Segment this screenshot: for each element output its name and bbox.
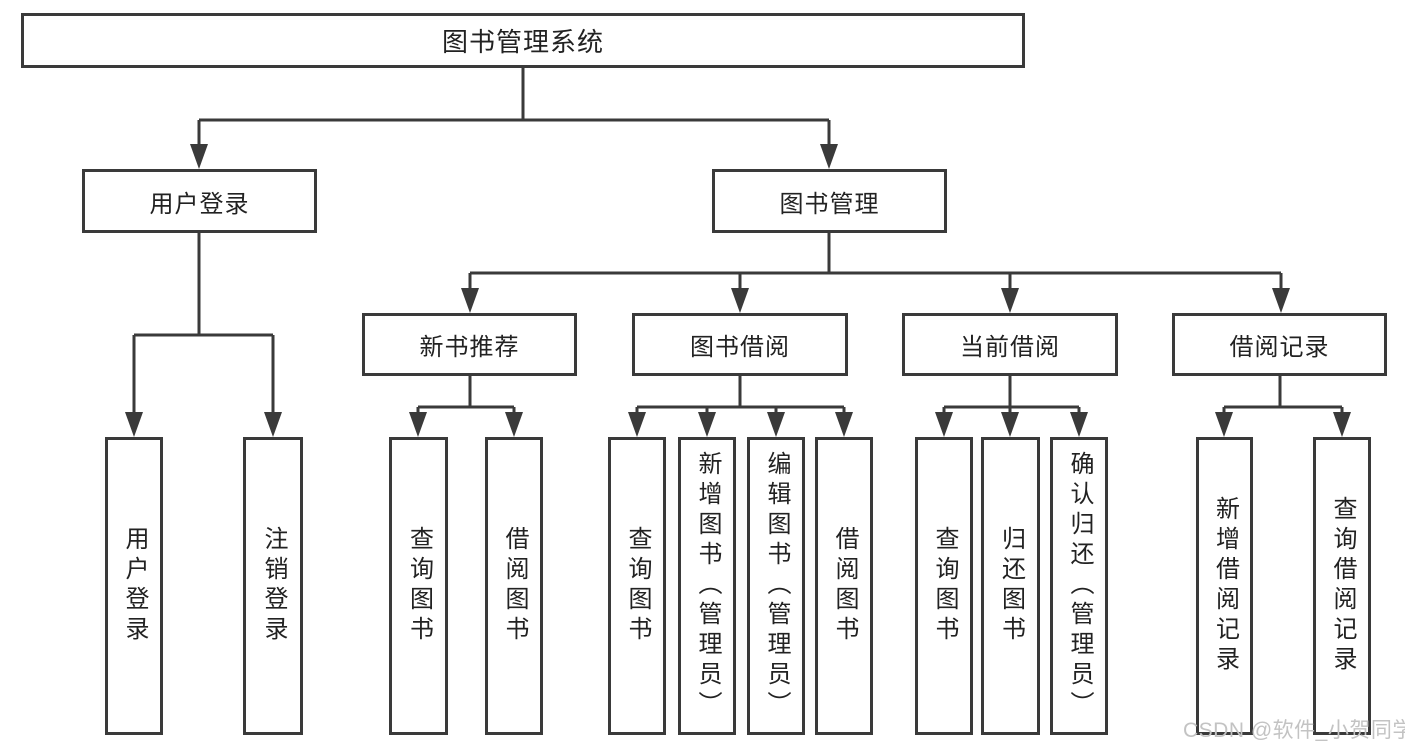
leaf-logout-label: 注销登录 (260, 526, 287, 646)
leaf-borrow-query-label: 查询图书 (624, 526, 651, 646)
leaf-newbook-query: 查询图书 (389, 437, 448, 735)
leaf-newbook-borrow-label: 借阅图书 (501, 526, 528, 646)
node-current-borrow-label: 当前借阅 (960, 334, 1060, 361)
leaf-records-add: 新增借阅记录 (1196, 437, 1253, 735)
leaf-current-query-label: 查询图书 (931, 526, 958, 646)
leaf-current-return: 归还图书 (981, 437, 1040, 735)
leaf-current-return-label: 归还图书 (997, 526, 1025, 646)
leaf-logout: 注销登录 (243, 437, 303, 735)
node-new-book-recommend: 新书推荐 (362, 313, 577, 376)
leaf-borrow-book-label: 借阅图书 (831, 526, 858, 646)
csdn-watermark: CSDN @软件_小贺同学 (1183, 719, 1405, 742)
leaf-current-confirm-admin-label: 确认归还（管理员） (1066, 451, 1093, 721)
node-borrow-records: 借阅记录 (1172, 313, 1387, 376)
leaf-newbook-borrow: 借阅图书 (485, 437, 543, 735)
node-user-login: 用户登录 (82, 169, 317, 233)
node-root: 图书管理系统 (21, 13, 1025, 68)
node-book-management-label: 图书管理 (779, 190, 880, 218)
leaf-borrow-edit-admin-label: 编辑图书（管理员） (763, 451, 790, 721)
leaf-newbook-query-label: 查询图书 (405, 526, 433, 646)
node-book-borrow-label: 图书借阅 (690, 334, 790, 361)
leaf-borrow-book: 借阅图书 (815, 437, 873, 735)
leaf-borrow-query: 查询图书 (608, 437, 666, 735)
node-borrow-records-label: 借阅记录 (1229, 334, 1330, 361)
node-current-borrow: 当前借阅 (902, 313, 1118, 376)
node-book-management: 图书管理 (712, 169, 947, 233)
leaf-borrow-add-admin: 新增图书（管理员） (678, 437, 736, 735)
leaf-current-query: 查询图书 (915, 437, 973, 735)
leaf-records-query: 查询借阅记录 (1313, 437, 1371, 735)
leaf-records-add-label: 新增借阅记录 (1211, 496, 1239, 676)
node-new-book-recommend-label: 新书推荐 (419, 334, 520, 361)
leaf-current-confirm-admin: 确认归还（管理员） (1050, 437, 1108, 735)
leaf-user-login: 用户登录 (105, 437, 163, 735)
node-book-borrow: 图书借阅 (632, 313, 848, 376)
leaf-records-query-label: 查询借阅记录 (1329, 496, 1356, 676)
leaf-borrow-edit-admin: 编辑图书（管理员） (747, 437, 805, 735)
leaf-user-login-label: 用户登录 (121, 526, 148, 646)
leaf-borrow-add-admin-label: 新增图书（管理员） (694, 451, 721, 721)
node-user-login-label: 用户登录 (149, 190, 250, 218)
node-root-label: 图书管理系统 (441, 27, 604, 57)
